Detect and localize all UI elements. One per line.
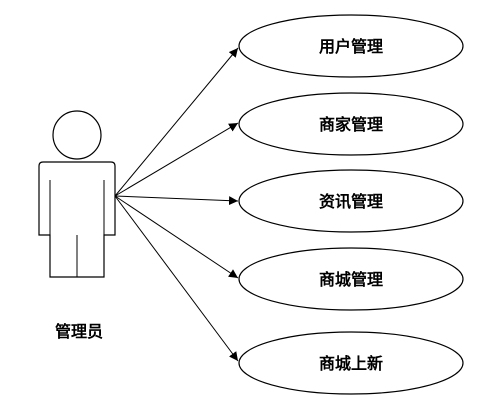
association-line-uc2 <box>114 122 239 197</box>
use-case-label: 商城管理 <box>319 270 383 289</box>
use-case-label: 资讯管理 <box>319 192 383 211</box>
association-line-uc1 <box>114 47 239 197</box>
use-case-user-management: 用户管理 <box>238 14 464 78</box>
use-case-mall-new-arrivals: 商城上新 <box>238 331 464 395</box>
use-case-merchant-management: 商家管理 <box>238 92 464 156</box>
association-line-uc3 <box>114 195 239 206</box>
association-line-uc5 <box>114 195 239 362</box>
stick-figure-actor-icon <box>38 110 116 278</box>
association-lines <box>114 47 239 362</box>
association-line-uc4 <box>114 195 239 279</box>
use-case-label: 商家管理 <box>319 115 383 134</box>
use-case-mall-management: 商城管理 <box>238 247 464 311</box>
use-case-label: 用户管理 <box>319 37 383 56</box>
actor-label: 管理员 <box>55 322 103 341</box>
use-case-label: 商城上新 <box>319 354 383 373</box>
use-case-news-management: 资讯管理 <box>238 169 464 233</box>
